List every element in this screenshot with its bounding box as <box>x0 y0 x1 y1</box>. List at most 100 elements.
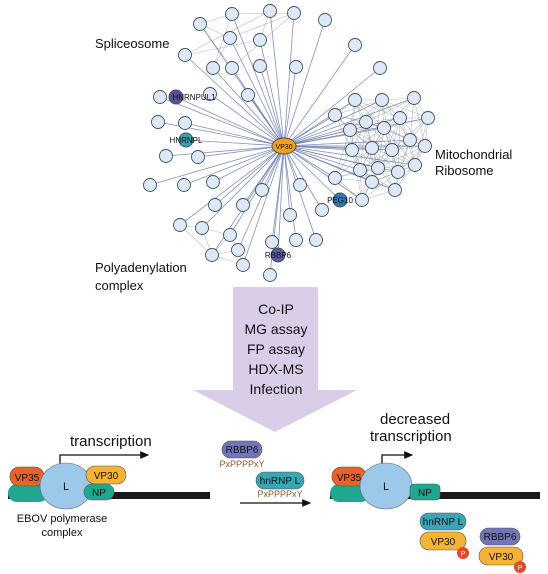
hub-edge <box>283 19 326 147</box>
protein-node <box>151 115 165 129</box>
middle-hnrnpl <box>255 471 305 490</box>
right-hnrnpl <box>419 512 467 531</box>
protein-node <box>289 233 303 247</box>
left-vp35-label: VP35 <box>15 473 40 484</box>
protein-node <box>253 33 267 47</box>
method-hdx-ms: HDX-MS <box>248 361 303 377</box>
protein-node <box>223 228 237 242</box>
protein-node <box>309 233 323 247</box>
protein-node <box>283 208 297 222</box>
protein-node <box>373 61 387 75</box>
protein-node <box>205 248 219 262</box>
hub-edge <box>283 145 361 171</box>
method-fp-assay: FP assay <box>247 341 305 357</box>
peg10-label: PEG10 <box>327 196 353 205</box>
hub-edge <box>283 97 415 147</box>
hnrnpul1-label: HNRNPUL1 <box>172 93 216 102</box>
right-L-label: L <box>383 481 389 493</box>
vp30-hub-label: VP30 <box>275 144 292 151</box>
protein-node <box>159 149 173 163</box>
mito-label-line1: Mitochondrial <box>435 147 512 162</box>
protein-node <box>255 183 269 197</box>
protein-node <box>225 7 239 21</box>
hub-edge <box>184 54 285 147</box>
polya-label-line1: Polyadenylation <box>95 260 187 275</box>
hnrnpl-label: HNRNPL <box>170 136 203 145</box>
cluster-edge <box>365 97 415 123</box>
protein-node <box>206 61 220 75</box>
cluster-edge <box>179 224 213 256</box>
protein-node <box>193 17 207 31</box>
right-rbbp6 <box>479 527 521 546</box>
left-polymerase-model: transcription VP35 L VP30 NP EBOV polyme… <box>8 433 210 539</box>
protein-node <box>153 90 167 104</box>
hub-edge <box>283 139 411 147</box>
protein-node <box>241 88 255 102</box>
hub-edge <box>229 37 285 147</box>
protein-node <box>177 178 191 192</box>
middle-rbbp6-label: RBBP6 <box>226 445 259 456</box>
right-vp30-a-label: VP30 <box>431 537 456 548</box>
hub-edge <box>259 39 285 147</box>
hub-edge <box>247 94 285 147</box>
protein-node <box>418 139 432 153</box>
hub-edge <box>283 99 356 147</box>
protein-node <box>359 115 373 129</box>
protein-node <box>263 4 277 18</box>
hub-edge <box>212 67 285 147</box>
right-phospho-b-label: P <box>518 565 523 572</box>
hub-edge <box>242 145 285 266</box>
protein-node <box>343 123 357 137</box>
protein-node <box>253 59 267 73</box>
left-np <box>83 483 115 501</box>
protein-node <box>348 38 362 52</box>
right-vp35-label: VP35 <box>337 473 362 484</box>
hub-edge <box>283 99 383 147</box>
protein-node <box>173 218 187 232</box>
protein-node <box>206 175 220 189</box>
rbbp6-label: RBBP6 <box>265 251 292 260</box>
protein-node <box>408 158 422 172</box>
protein-node <box>236 198 250 212</box>
left-vp30-label: VP30 <box>94 471 119 482</box>
cluster-edge <box>351 149 399 173</box>
cluster-edge <box>334 99 383 116</box>
protein-node <box>178 116 192 130</box>
right-hnrnpl-label: hnRNP L <box>423 517 464 528</box>
left-caption-line2: complex <box>42 527 83 539</box>
protein-node <box>371 161 385 175</box>
hub-edge <box>201 145 285 229</box>
protein-node <box>225 61 239 75</box>
hub-edge <box>159 96 285 147</box>
hub-edge <box>175 96 285 147</box>
mito-label-line2: Ribosome <box>435 163 494 178</box>
hub-edge <box>283 12 295 147</box>
hub-edge <box>212 145 285 183</box>
protein-node <box>236 258 250 272</box>
right-np-label: NP <box>418 488 432 499</box>
protein-node <box>377 121 391 135</box>
protein-node <box>355 193 369 207</box>
hub-edge <box>283 67 381 147</box>
hub-edge <box>197 145 285 158</box>
right-np <box>409 483 441 501</box>
protein-node <box>407 91 421 105</box>
left-np-teal-block <box>8 484 48 502</box>
protein-node <box>328 171 342 185</box>
cluster-edge <box>377 117 401 169</box>
protein-node <box>385 143 399 157</box>
protein-node <box>203 87 217 101</box>
right-vp30-a <box>419 531 467 551</box>
protein-node <box>328 108 342 122</box>
cluster-edge <box>397 117 401 173</box>
protein-node <box>287 6 301 20</box>
cluster-edge <box>371 99 383 149</box>
hub-edge <box>185 139 285 147</box>
hub-edge <box>209 93 285 147</box>
protein-node <box>178 48 192 62</box>
middle-motif-2: PxPPPPxY <box>257 489 302 499</box>
protein-node <box>191 150 205 164</box>
